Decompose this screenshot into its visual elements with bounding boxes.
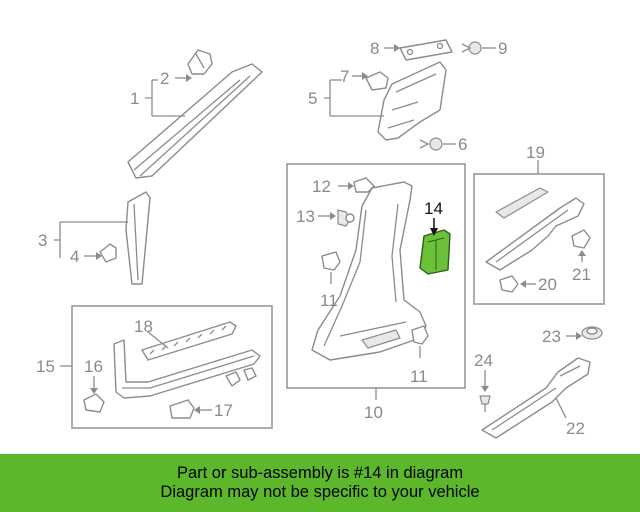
part-3-lower-pillar-trim[interactable] (125, 191, 151, 285)
callout-18: 18 (134, 317, 153, 336)
part-14-highlighted[interactable] (419, 229, 451, 275)
callout-10: 10 (364, 403, 383, 422)
part-6-screw[interactable] (419, 137, 443, 151)
callout-7: 7 (340, 67, 349, 86)
part-22-bracket[interactable] (481, 357, 591, 439)
part-13-bolt[interactable] (337, 209, 355, 227)
callout-23: 23 (542, 327, 561, 346)
callout-22: 22 (566, 419, 585, 438)
info-banner: Part or sub-assembly is #14 in diagram D… (0, 454, 640, 512)
arrow-4 (96, 252, 102, 260)
callout-20: 20 (538, 275, 557, 294)
arrow-12 (348, 182, 354, 190)
callout-11-left: 11 (320, 291, 338, 310)
part-10-lower-b-pillar-trim[interactable] (311, 181, 427, 361)
arrow-7 (362, 72, 368, 80)
callout-24: 24 (474, 351, 493, 370)
arrow-2 (186, 74, 192, 82)
arrow-24 (481, 386, 489, 392)
part-20-clip[interactable] (499, 275, 519, 293)
callout-13: 13 (296, 207, 315, 226)
leader-5 (324, 79, 384, 117)
callout-8: 8 (370, 39, 379, 58)
part-7-clip[interactable] (365, 71, 389, 91)
part-11-clip-left[interactable] (321, 251, 341, 271)
part-12-clip[interactable] (353, 177, 375, 193)
banner-line-2: Diagram may not be specific to your vehi… (160, 483, 480, 501)
part-9-screw[interactable] (461, 41, 482, 55)
leader-3 (54, 221, 128, 258)
part-17-clip[interactable] (169, 399, 195, 419)
callout-1: 1 (130, 89, 139, 108)
parts-diagram: 1 2 3 4 8 9 5 7 6 (36, 39, 605, 439)
part-5-upper-b-pillar-trim[interactable] (377, 61, 447, 141)
leader-18 (147, 331, 169, 349)
part-2-clip[interactable] (187, 49, 213, 75)
part-18-trim-strip[interactable] (141, 321, 237, 361)
part-24-screw[interactable] (479, 395, 491, 412)
part-16-clip[interactable] (83, 393, 105, 413)
part-15-scuff-plate[interactable] (113, 339, 261, 399)
arrow-20 (520, 280, 526, 288)
callout-11-right: 11 (410, 367, 428, 386)
callout-12: 12 (312, 177, 331, 196)
part-11-clip-right[interactable] (411, 325, 429, 345)
callout-4: 4 (70, 247, 79, 266)
callout-19: 19 (526, 143, 545, 162)
callout-6: 6 (458, 135, 467, 154)
callout-2: 2 (160, 69, 169, 88)
leader-1 (145, 79, 185, 117)
banner-line-1: Part or sub-assembly is #14 in diagram (176, 464, 464, 482)
part-1-pillar-trim[interactable] (127, 63, 263, 179)
part-19-quarter-trim[interactable] (485, 187, 585, 271)
arrow-21 (578, 250, 586, 256)
callout-17: 17 (214, 401, 233, 420)
callout-14: 14 (424, 199, 443, 218)
callout-5: 5 (308, 89, 317, 108)
callout-21: 21 (572, 265, 591, 284)
part-8-cover[interactable] (399, 39, 453, 61)
part-4-clip[interactable] (99, 243, 117, 263)
group-box-15 (71, 305, 273, 429)
callout-3: 3 (38, 231, 47, 250)
part-21-clip[interactable] (571, 229, 591, 249)
callout-15: 15 (36, 357, 55, 376)
part-23-cap[interactable] (581, 326, 603, 340)
group-box-19 (473, 173, 605, 305)
arrow-8 (394, 44, 400, 52)
arrow-23 (576, 332, 582, 340)
callout-9: 9 (498, 39, 507, 58)
arrow-14 (430, 228, 438, 236)
arrow-16 (90, 388, 98, 394)
arrow-17 (194, 406, 200, 414)
part-15-small-clips[interactable] (225, 367, 257, 387)
leader-22 (555, 397, 567, 419)
arrow-13 (330, 212, 336, 220)
callout-16: 16 (84, 357, 103, 376)
